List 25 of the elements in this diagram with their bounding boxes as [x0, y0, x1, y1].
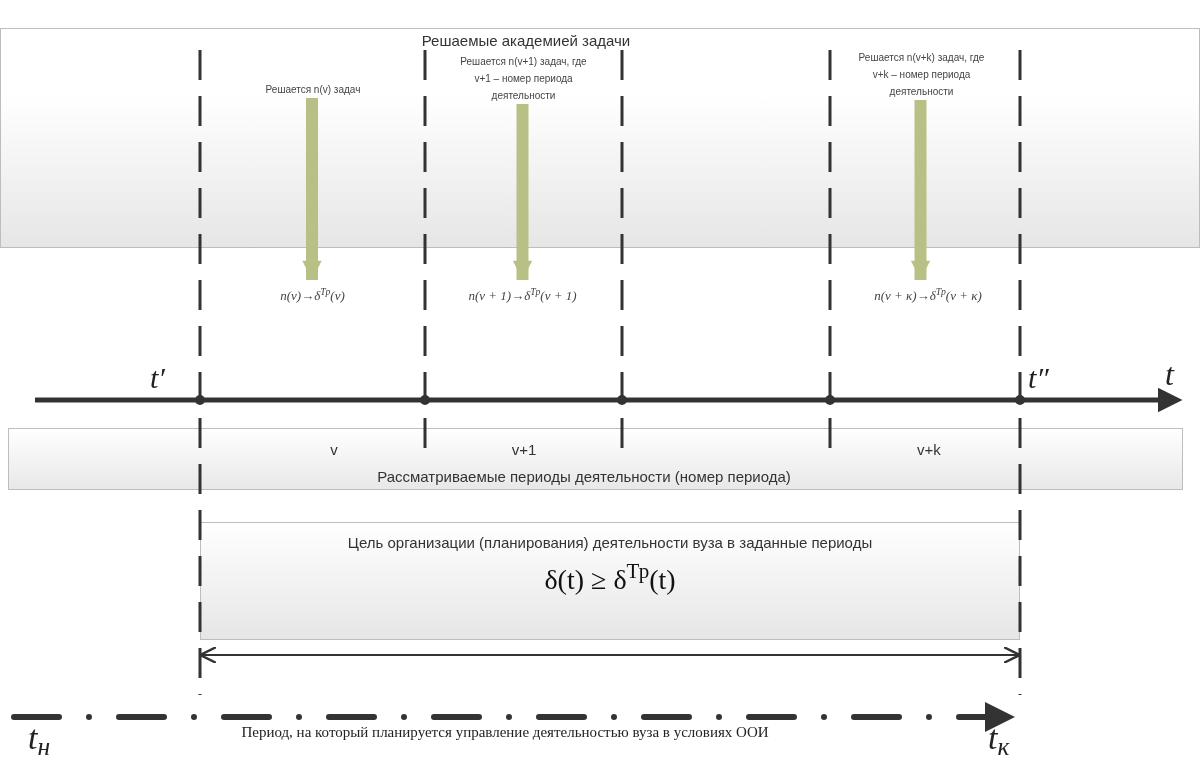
tasks-panel	[0, 28, 1200, 248]
period-number: v+k	[916, 440, 942, 460]
caption-text: Период, на который планируется управление деятельностью вуза в условиях ООИ	[240, 724, 770, 741]
arrow	[512, 104, 533, 280]
formula-text: n(ν)→δ$^{Тр}$(ν)	[280, 286, 345, 306]
period-number: v	[329, 440, 339, 460]
task-text: Решается n(v+1) задач, где v+1 – номер периода деятельности	[459, 55, 588, 103]
arrow	[910, 100, 931, 280]
task-text: Решается n(v+k) задач, где v+k – номер периода деятельности	[857, 51, 986, 99]
formula-text: n(ν + 1)→δ$^{Тр}$(ν + 1)	[468, 286, 577, 306]
panel-title: Рассматриваемые периоды деятельности (номер периода)	[376, 467, 792, 487]
time-label: t$_{к}$	[988, 718, 1010, 758]
periods-panel	[8, 428, 1183, 490]
panel-title: Решаемые академией задачи	[420, 31, 632, 51]
formula-text: δ(t) ≥ δ$^{Тр}$(t)	[544, 558, 676, 597]
goal-box	[200, 522, 1020, 640]
arrow	[302, 98, 322, 280]
formula-text: n(ν + κ)→δ$^{Тр}$(ν + κ)	[874, 286, 982, 306]
time-label: t″	[1028, 360, 1049, 396]
time-label: t′	[150, 360, 165, 396]
time-label: t$_{н}$	[28, 718, 51, 758]
task-text: Решается n(v) задач	[265, 83, 361, 97]
goal-text: Цель организации (планирования) деятельности вуза в заданные периоды	[347, 533, 873, 553]
axis-label: t	[1165, 355, 1174, 394]
period-number: v+1	[510, 440, 538, 460]
